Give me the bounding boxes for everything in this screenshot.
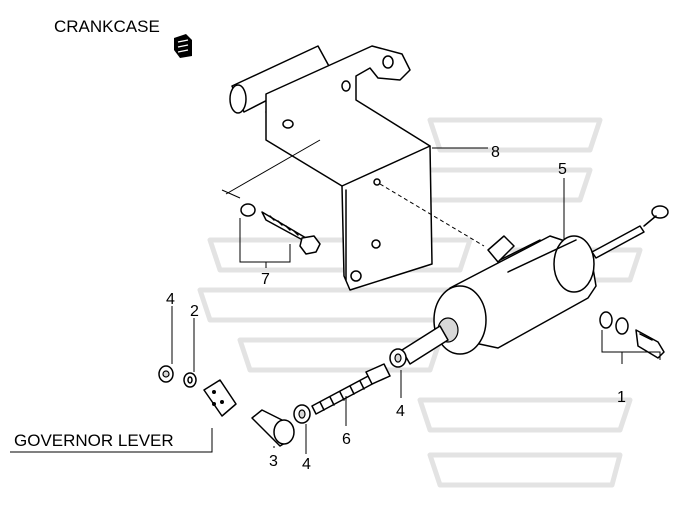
callout-number-8: 8 — [491, 144, 500, 161]
nut-4-left — [158, 365, 174, 383]
governor-lever-leader — [10, 428, 213, 453]
crankcase-arrow-icon — [174, 34, 192, 58]
ball-joint-3 — [251, 409, 295, 447]
callout-number-4-bottom: 4 — [302, 456, 311, 473]
callout-number-4-left: 4 — [166, 291, 175, 308]
callout-number-4-middle: 4 — [396, 403, 405, 420]
callout-number-3: 3 — [269, 453, 278, 470]
callout-number-7: 7 — [261, 271, 270, 288]
callout-number-6: 6 — [342, 431, 351, 448]
crankcase-label: CRANKCASE — [54, 17, 160, 36]
bolt-7 — [240, 203, 321, 255]
callout-number-1: 1 — [617, 389, 626, 406]
washer-2 — [183, 372, 197, 388]
bracket-8 — [265, 45, 433, 291]
callout-number-5: 5 — [558, 161, 567, 178]
solenoid-5 — [401, 205, 669, 365]
callout-leaders — [171, 178, 565, 454]
governor-lever-plate — [203, 379, 237, 417]
callout-7-bracket — [239, 218, 291, 268]
fasteners-1 — [599, 311, 665, 359]
assembly-guide-lines — [221, 139, 488, 247]
nut-4-middle — [389, 348, 407, 368]
callout-1-bracket — [601, 330, 661, 364]
governor-lever-label: GOVERNOR LEVER — [14, 431, 174, 450]
nut-4-bottom — [293, 404, 311, 424]
linkage-rod-6 — [311, 363, 391, 415]
callout-number-2: 2 — [190, 303, 199, 320]
